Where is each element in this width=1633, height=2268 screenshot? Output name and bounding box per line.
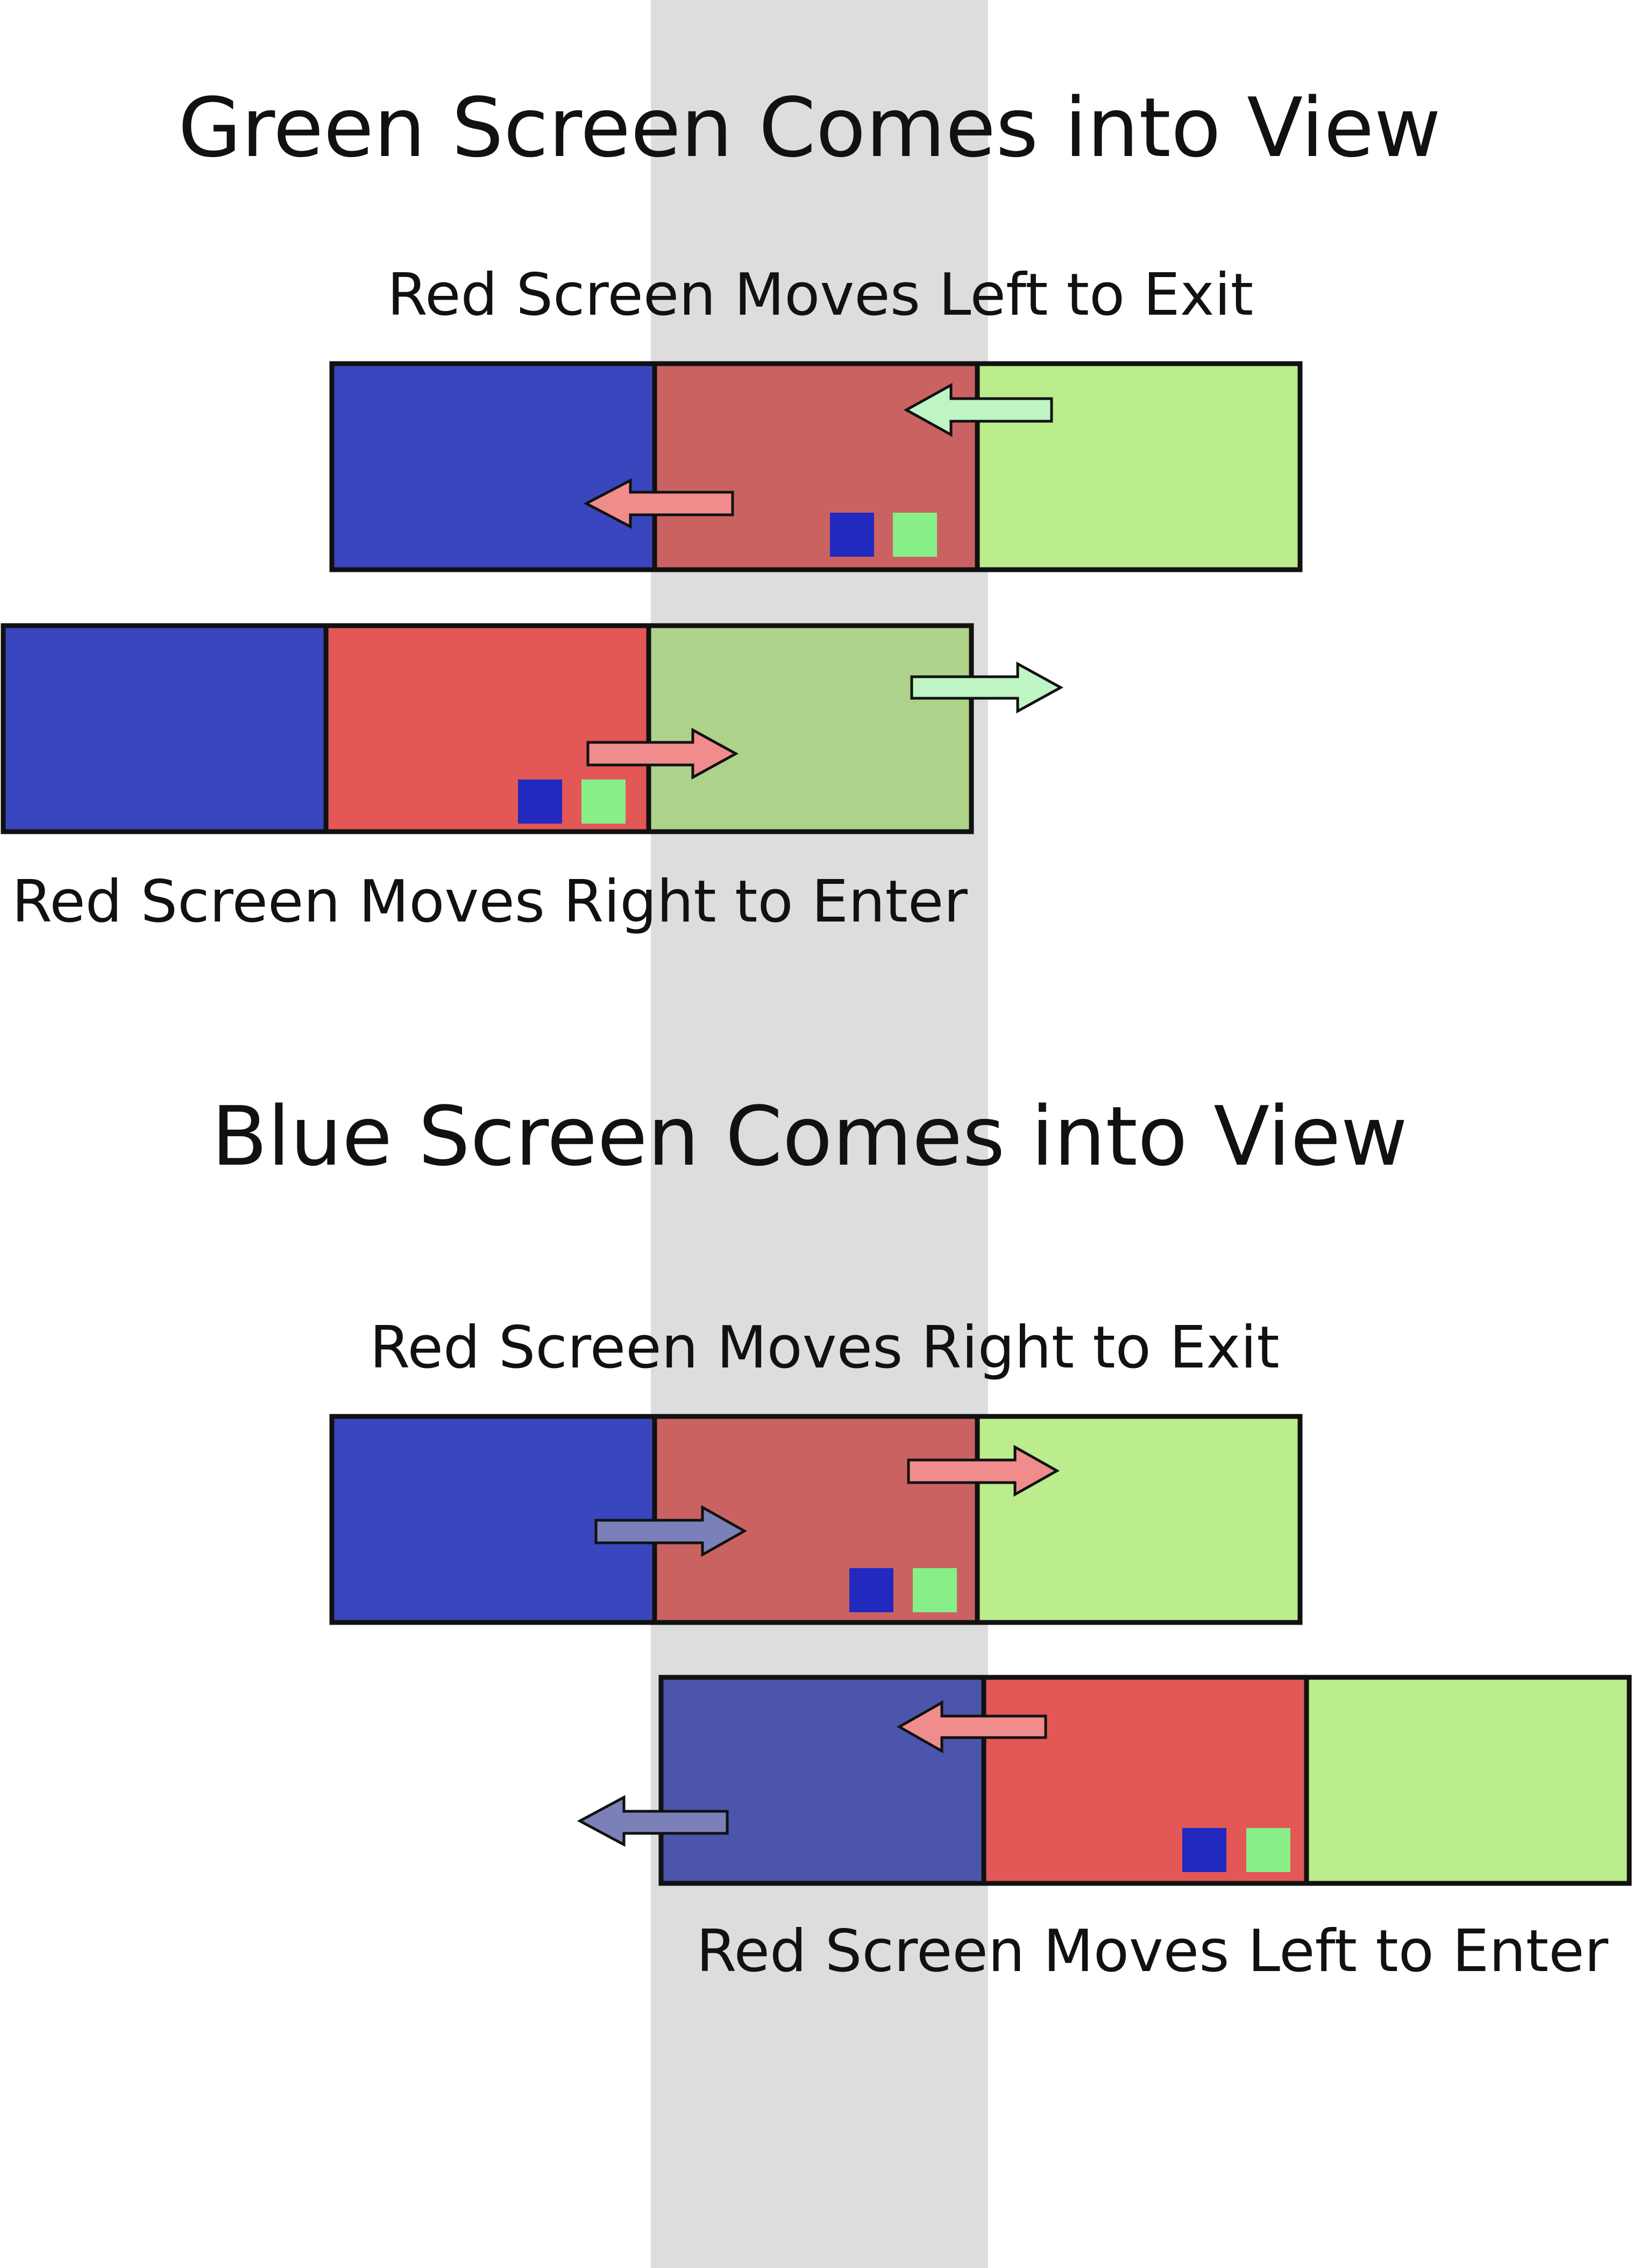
- arrow-left-green: [903, 382, 1053, 437]
- arrow-right-green: [910, 661, 1064, 714]
- marker-blue-square: [1182, 1828, 1226, 1872]
- strip-3-red-exits-right: [329, 1414, 1303, 1625]
- marker-green-square: [893, 513, 937, 557]
- strip-2-red-enters-right: [1, 623, 1064, 834]
- arrow-left-blue: [577, 1795, 729, 1847]
- screen-green-in-view: [646, 623, 974, 834]
- arrow-right-red: [586, 727, 739, 780]
- arrow-right-red: [907, 1444, 1060, 1497]
- screen-green: [1304, 1675, 1632, 1886]
- marker-green-square: [581, 779, 626, 824]
- screen-blue: [1, 623, 329, 834]
- section-1-title: Green Screen Comes into View: [178, 80, 1441, 175]
- section-2-bottom-caption: Red Screen Moves Left to Enter: [696, 1918, 1608, 1985]
- arrow-left-red: [583, 478, 734, 529]
- section-1-bottom-caption: Red Screen Moves Right to Enter: [12, 868, 968, 935]
- marker-green-square: [913, 1568, 957, 1612]
- strip-4-red-enters-left: [577, 1675, 1632, 1886]
- marker-blue-square: [849, 1568, 893, 1612]
- arrow-right-blue: [594, 1505, 748, 1557]
- section-2-top-caption: Red Screen Moves Right to Exit: [370, 1314, 1279, 1381]
- marker-blue-square: [830, 513, 874, 557]
- marker-blue-square: [518, 779, 562, 824]
- strip-1-red-exits-left: [329, 361, 1303, 572]
- arrow-left-red: [896, 1700, 1047, 1754]
- screen-green: [975, 361, 1303, 572]
- section-1-top-caption: Red Screen Moves Left to Exit: [387, 261, 1253, 329]
- marker-green-square: [1246, 1828, 1290, 1872]
- screen-blue: [329, 361, 657, 572]
- screen-green: [975, 1414, 1303, 1625]
- section-2-title: Blue Screen Comes into View: [211, 1089, 1408, 1184]
